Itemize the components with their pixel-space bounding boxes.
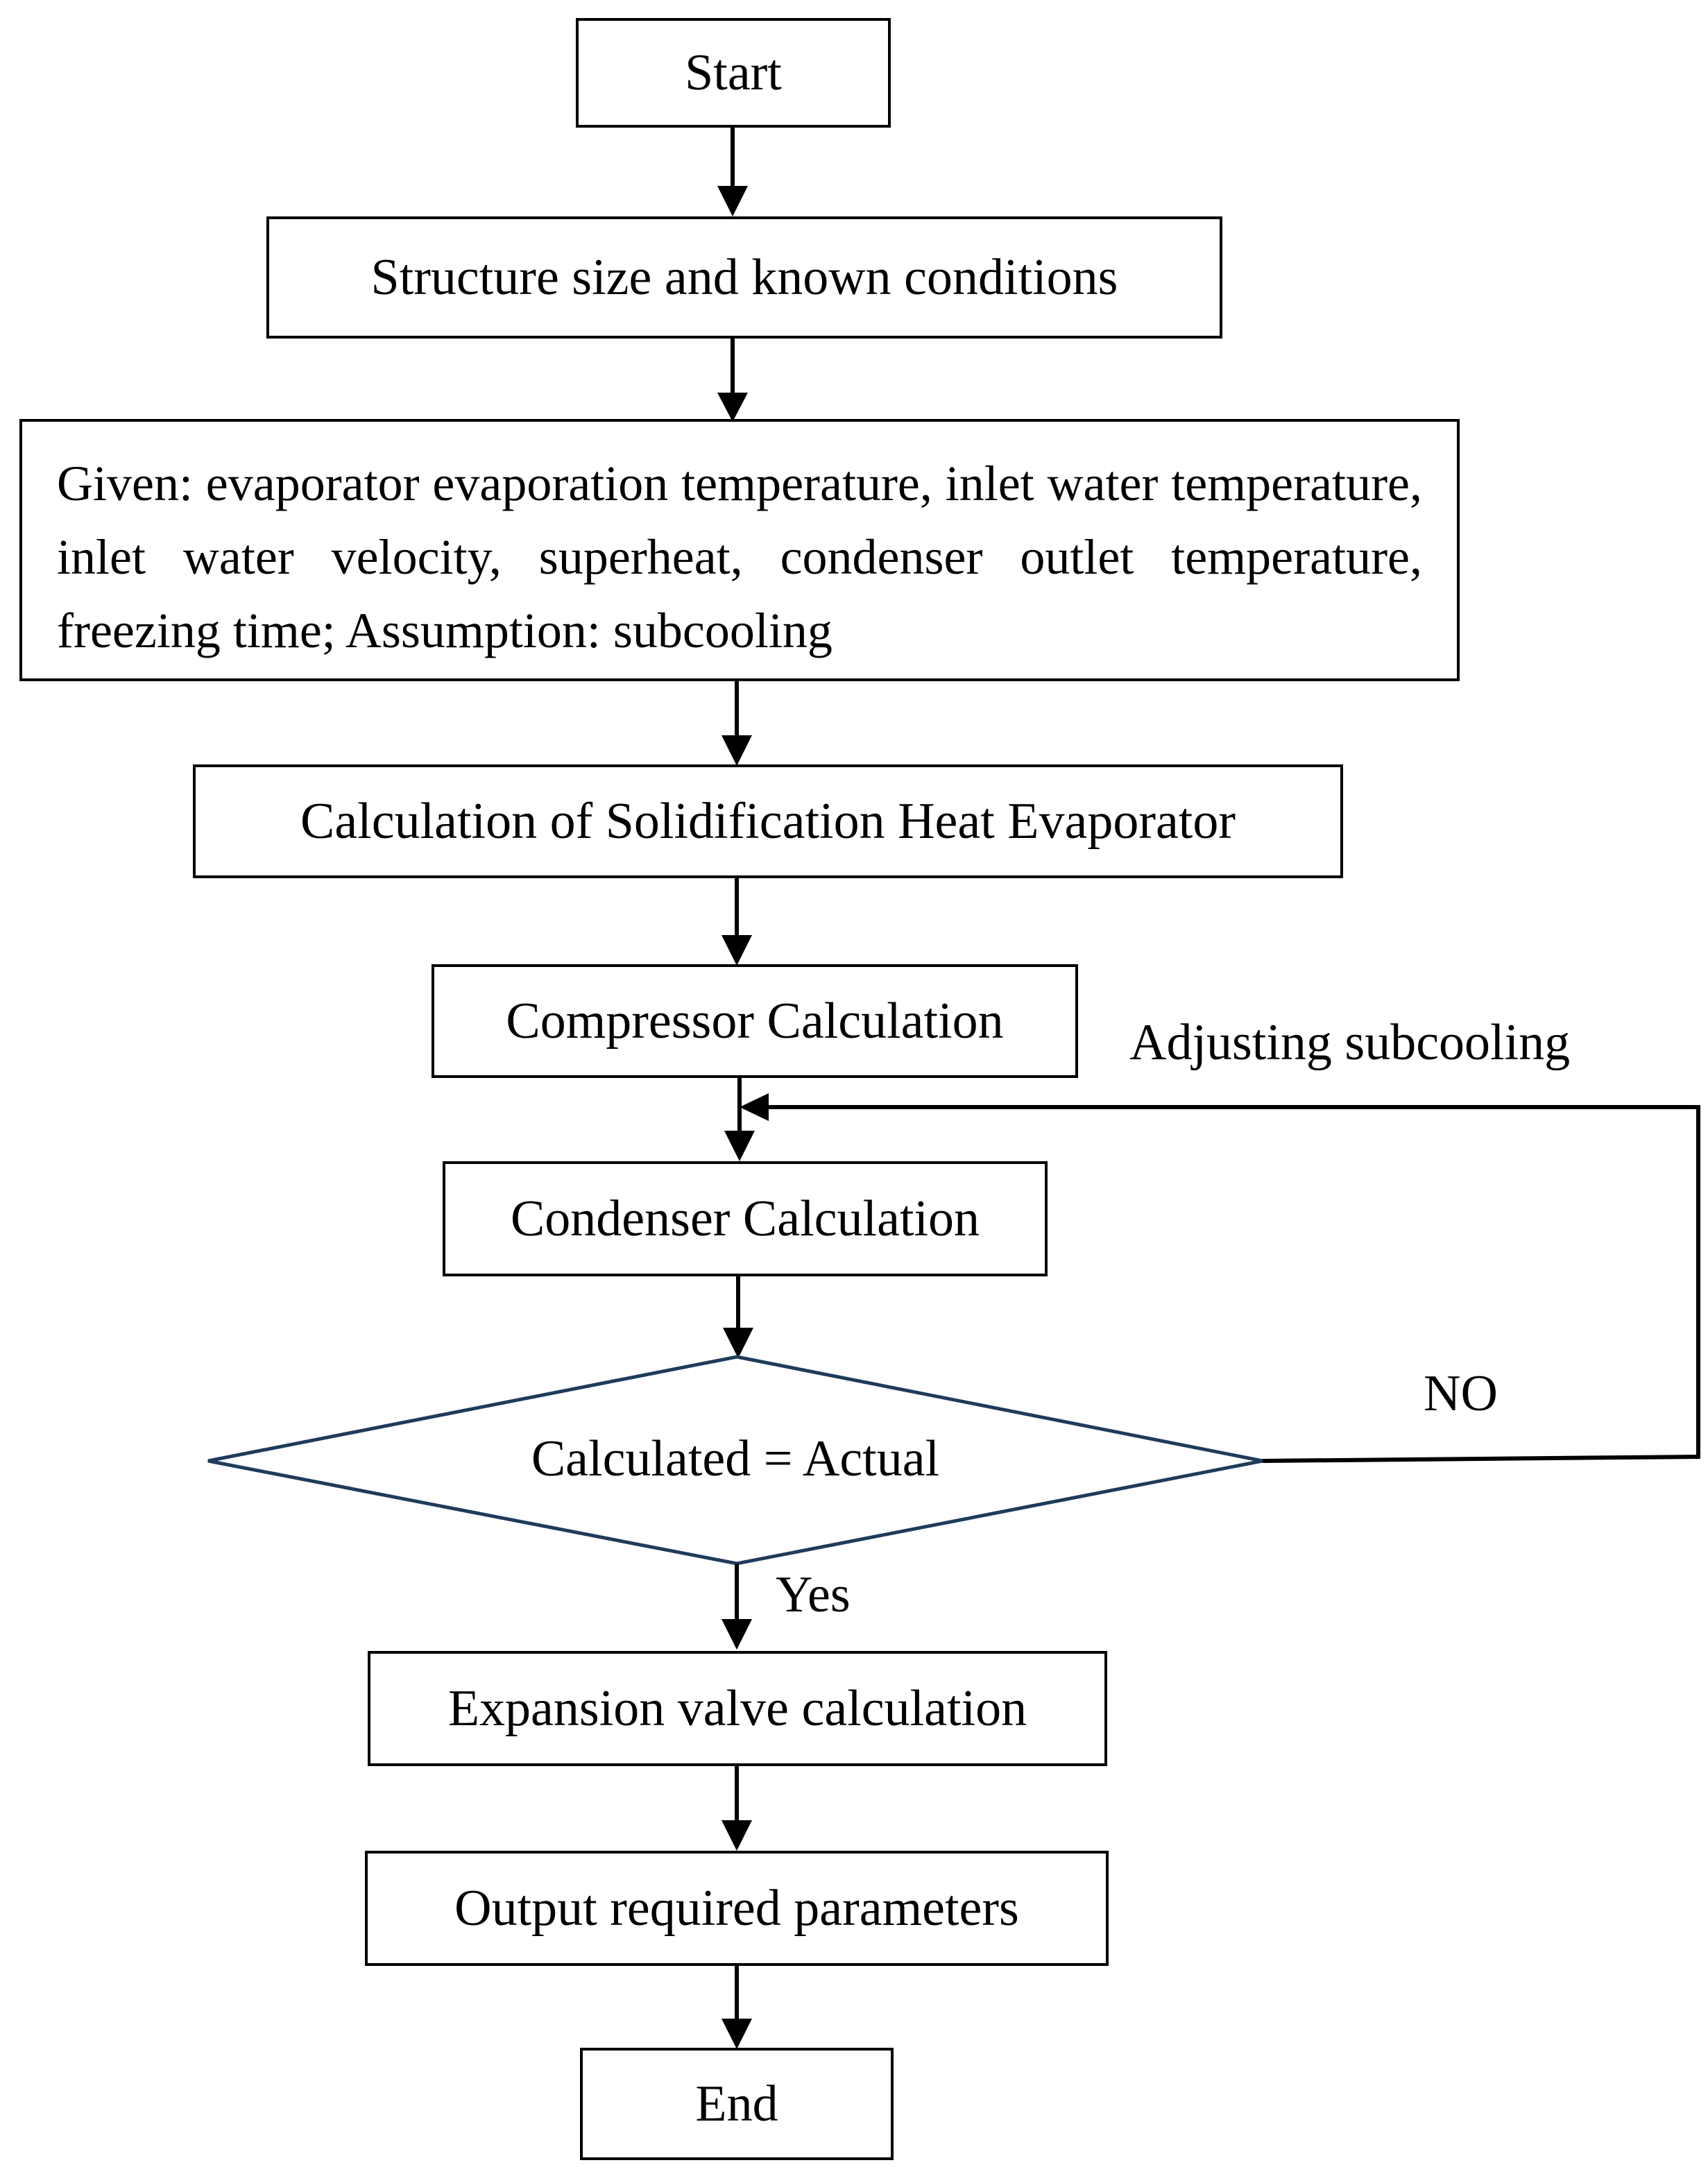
solidification-heat-box: Calculation of Solidification Heat Evapo… (193, 764, 1343, 878)
arrow-compressor-to-condenser (724, 1078, 755, 1161)
arrow-start-to-structure (717, 128, 748, 216)
output-parameters-box: Output required parameters (365, 1851, 1109, 1966)
end-node: End (580, 2048, 894, 2160)
end-label: End (695, 2075, 778, 2132)
output-parameters-label: Output required parameters (454, 1880, 1019, 1937)
condenser-calculation-label: Condenser Calculation (510, 1190, 980, 1247)
feedback-loop-line (740, 1093, 1700, 1463)
decision-label: Calculated = Actual (531, 1430, 940, 1487)
expansion-valve-label: Expansion valve calculation (447, 1680, 1027, 1737)
start-label: Start (685, 44, 782, 101)
condenser-calculation-box: Condenser Calculation (443, 1161, 1048, 1276)
arrow-output-to-end (721, 1966, 752, 2049)
arrow-structure-to-given (717, 339, 748, 422)
compressor-calculation-box: Compressor Calculation (432, 964, 1078, 1078)
yes-branch-label: Yes (776, 1566, 851, 1623)
arrow-expansion-to-output (721, 1766, 752, 1851)
given-assumption-box: Given: evaporator evaporation temperatur… (19, 419, 1460, 681)
structure-conditions-label: Structure size and known conditions (370, 249, 1118, 306)
structure-conditions-box: Structure size and known conditions (266, 216, 1222, 339)
given-assumption-text: Given: evaporator evaporation temperatur… (57, 456, 1422, 658)
no-branch-label: NO (1424, 1365, 1498, 1422)
expansion-valve-box: Expansion valve calculation (368, 1651, 1107, 1766)
compressor-calculation-label: Compressor Calculation (506, 993, 1004, 1050)
arrow-condenser-to-decision (723, 1276, 753, 1358)
start-node: Start (576, 18, 891, 128)
adjusting-subcooling-label: Adjusting subcooling (1129, 1014, 1571, 1071)
solidification-heat-label: Calculation of Solidification Heat Evapo… (300, 793, 1236, 850)
arrow-given-to-solidification (721, 680, 752, 766)
arrow-solidification-to-compressor (721, 878, 752, 966)
arrow-decision-to-expansion (721, 1564, 752, 1650)
